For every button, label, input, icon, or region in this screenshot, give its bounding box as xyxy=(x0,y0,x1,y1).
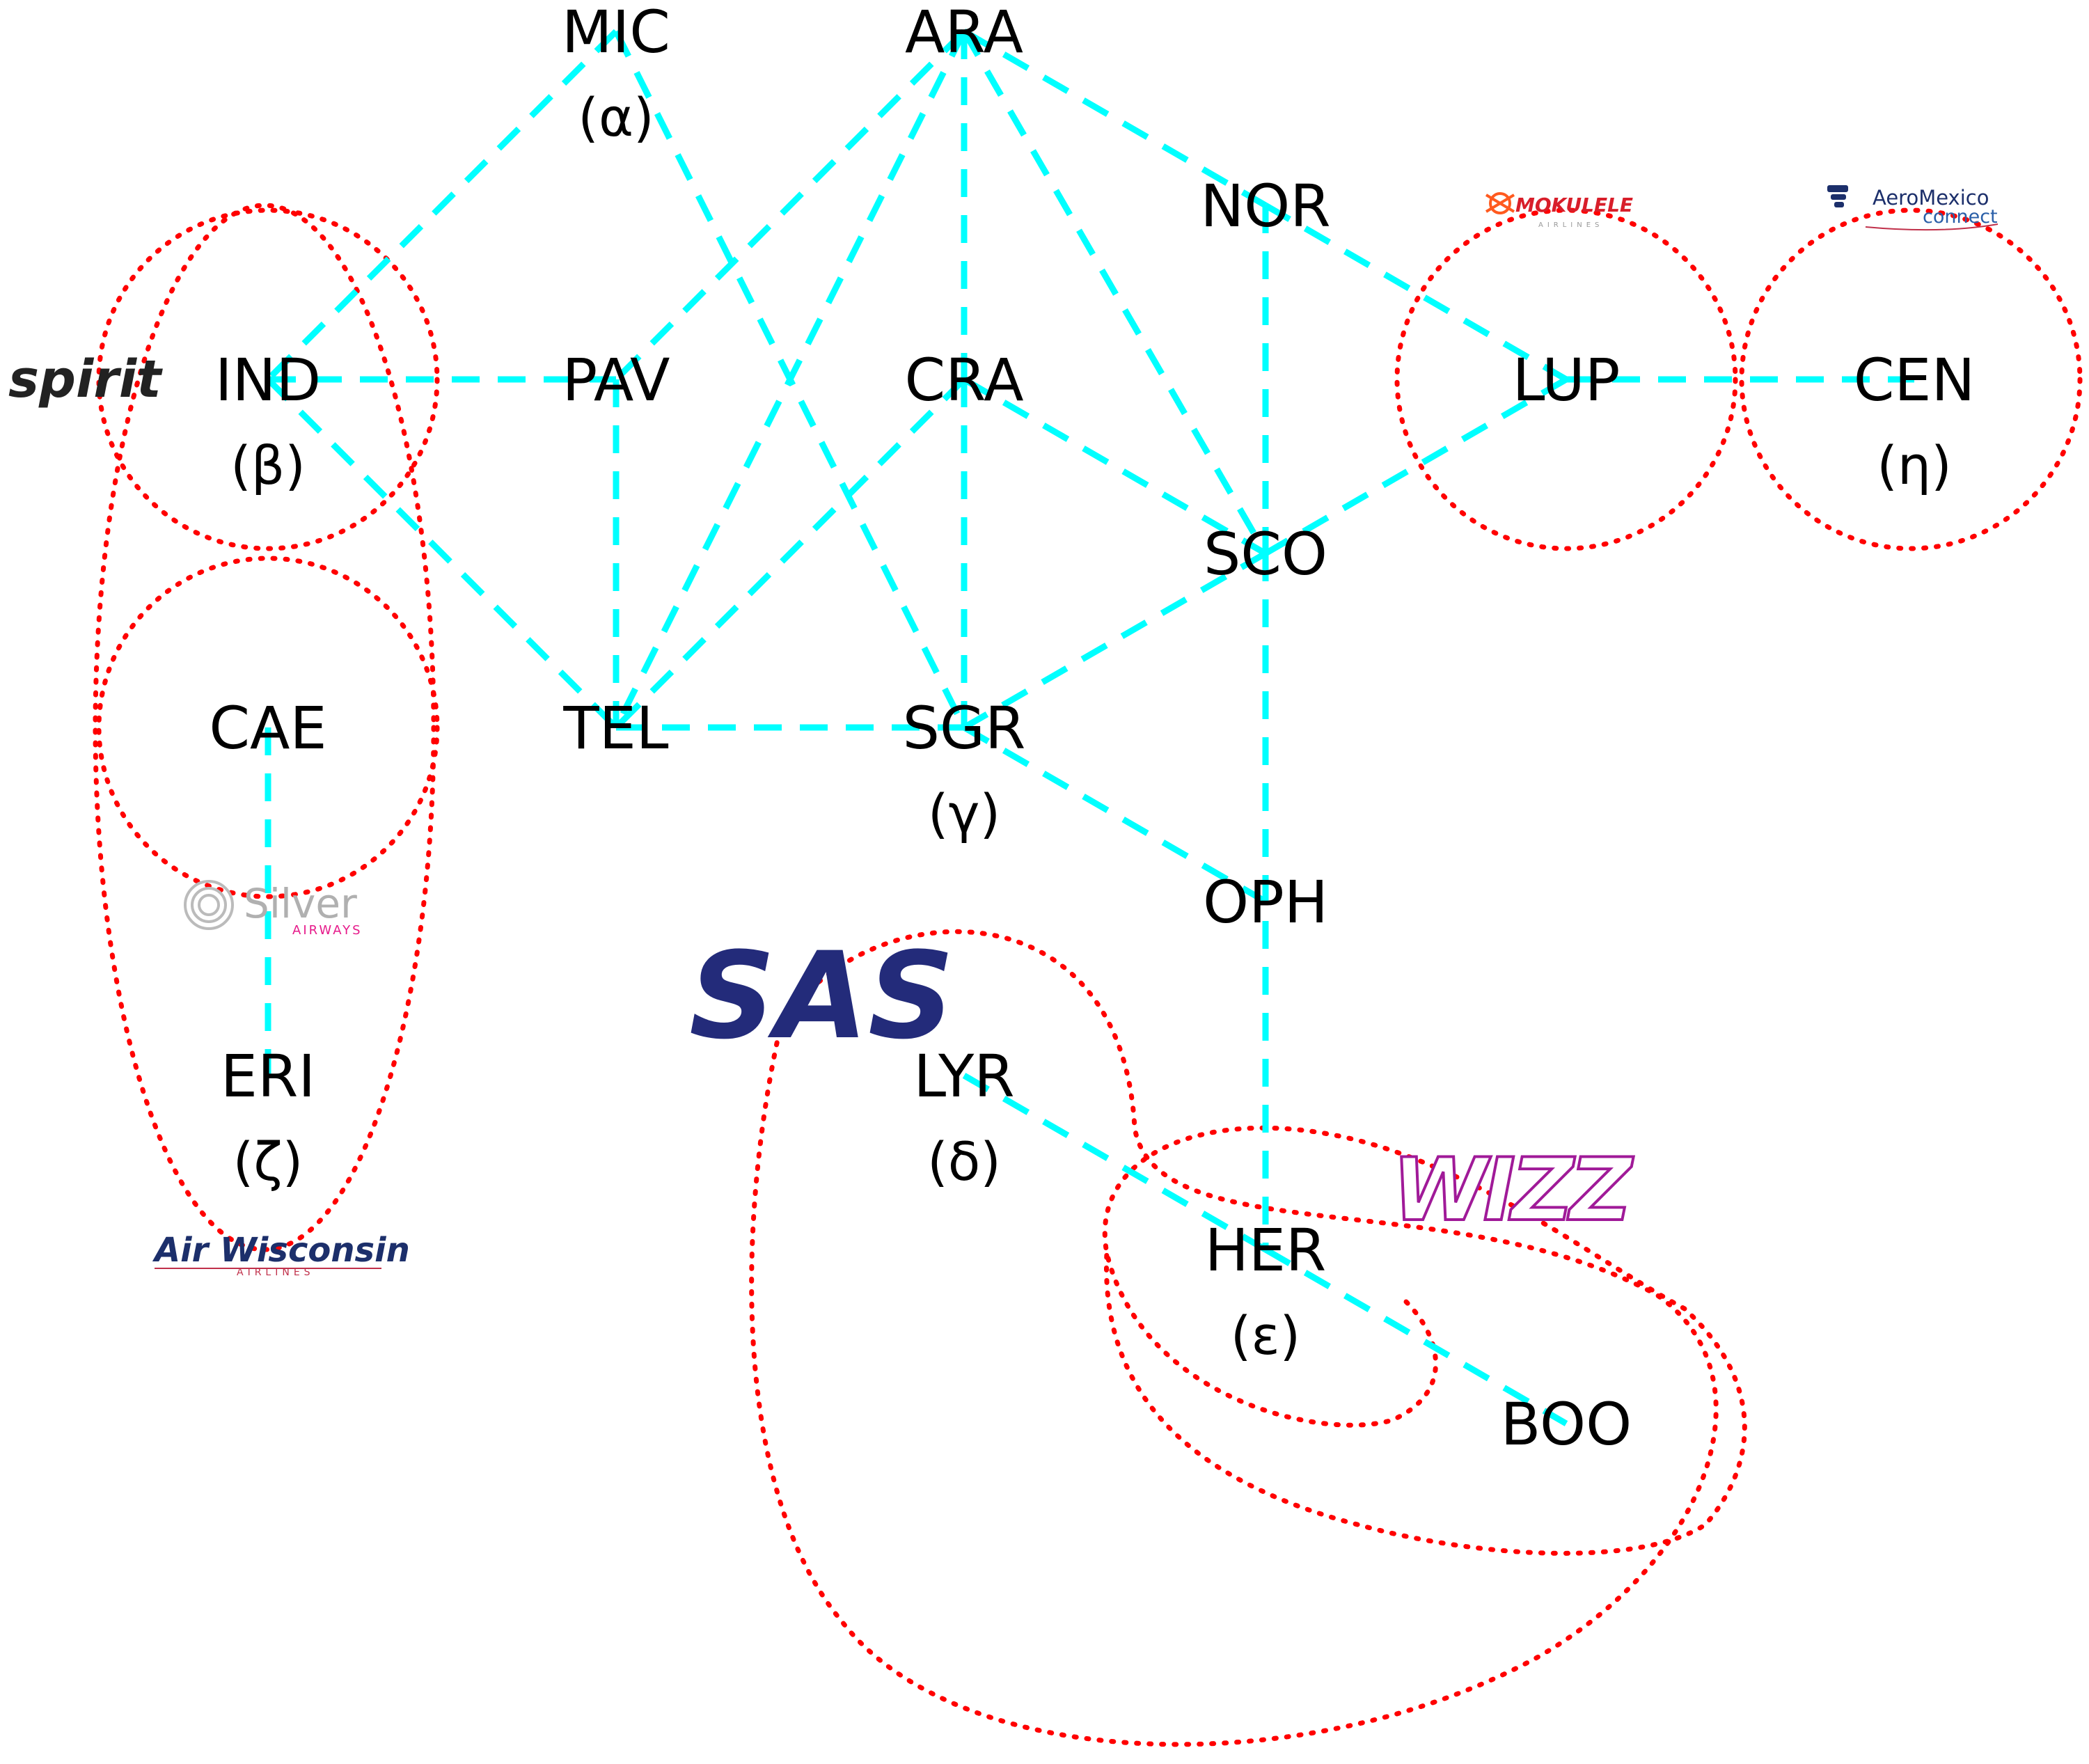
node-nor: NOR xyxy=(1200,172,1330,240)
route-lyr-her xyxy=(962,1073,1268,1252)
logo-air-wisconsin: Air Wisconsin AIRLINES xyxy=(152,1231,410,1278)
route-her-boo xyxy=(1263,1247,1568,1426)
svg-text:AIRWAYS: AIRWAYS xyxy=(292,923,363,938)
svg-text:AeroMexico: AeroMexico xyxy=(1873,186,1989,210)
svg-text:AIRLINES: AIRLINES xyxy=(237,1267,315,1278)
svg-text:SAS: SAS xyxy=(689,926,954,1066)
svg-text:MOKULELE: MOKULELE xyxy=(1515,194,1633,216)
node-code-label: CRA xyxy=(904,346,1023,414)
route-mic-ind xyxy=(265,29,619,382)
logo-wizz: WIZZ xyxy=(1391,1139,1639,1242)
logo-spirit: spirit xyxy=(8,349,163,409)
hub-outline-mokulele xyxy=(1394,207,1738,551)
hub-outline-wizz xyxy=(1102,1125,1747,1556)
node-code-label: BOO xyxy=(1501,1390,1632,1458)
logo-aeromexico-connect: AeroMexico connect xyxy=(1827,185,1999,231)
node-oph: OPH xyxy=(1203,868,1328,936)
node-code-label: PAV xyxy=(562,346,670,414)
node-lyr: LYR (δ) xyxy=(913,1042,1014,1192)
node-code-label: MIC xyxy=(562,0,670,66)
svg-text:Silver: Silver xyxy=(244,880,357,927)
svg-text:WIZZ: WIZZ xyxy=(1392,1140,1634,1241)
route-ara-nor xyxy=(962,29,1268,208)
node-code-label: IND xyxy=(215,346,321,414)
logo-sas: SAS xyxy=(689,926,954,1066)
node-cra: CRA xyxy=(904,346,1023,414)
route-nor-lup xyxy=(1263,203,1568,382)
node-code-label: OPH xyxy=(1203,868,1328,936)
node-code-label: CEN xyxy=(1854,346,1976,414)
node-ara: ARA xyxy=(905,0,1023,66)
route-lines xyxy=(265,29,1914,1426)
route-ara-tel xyxy=(613,29,968,730)
hub-outlines xyxy=(93,203,2083,1747)
svg-text:spirit: spirit xyxy=(8,349,163,409)
node-cen: CEN (η) xyxy=(1854,346,1976,496)
node-code-label: CAE xyxy=(209,694,326,762)
node-mic: MIC (α) xyxy=(562,0,670,148)
node-lup: LUP xyxy=(1513,346,1621,414)
node-greek-label: (η) xyxy=(1877,434,1951,496)
logo-silver-airways: Silver AIRWAYS xyxy=(184,880,363,938)
node-greek-label: (ε) xyxy=(1231,1305,1300,1367)
node-code-label: ERI xyxy=(221,1042,315,1110)
node-code-label: LUP xyxy=(1513,346,1621,414)
node-greek-label: (α) xyxy=(578,86,654,148)
logo-mokulele: MOKULELE AIRLINES xyxy=(1485,192,1633,229)
node-code-label: TEL xyxy=(562,694,668,762)
node-code-label: ARA xyxy=(905,0,1023,66)
node-greek-label: (β) xyxy=(230,434,306,496)
node-greek-label: (ζ) xyxy=(233,1131,304,1192)
hub-outline-silver xyxy=(96,556,440,899)
node-pav: PAV xyxy=(562,346,670,414)
hub-outline-aeromexico xyxy=(1739,207,2083,551)
node-ind: IND (β) xyxy=(215,346,321,496)
route-cra-tel xyxy=(613,377,967,730)
mokulele-flower-icon xyxy=(1485,192,1515,214)
route-ara-pav xyxy=(613,29,967,382)
svg-text:AIRLINES: AIRLINES xyxy=(1538,221,1603,229)
node-greek-label: (γ) xyxy=(928,782,1000,844)
route-cra-sco xyxy=(962,377,1268,556)
airport-nodes: MIC (α) ARA NOR IND (β) PAV CRA LUP CEN (η) SCO CAE T… xyxy=(209,0,1975,1458)
node-code-label: SGR xyxy=(903,694,1026,762)
svg-text:Air Wisconsin: Air Wisconsin xyxy=(152,1231,410,1270)
route-sco-sgr xyxy=(962,551,1268,730)
node-eri: ERI (ζ) xyxy=(221,1042,315,1192)
node-her: HER (ε) xyxy=(1205,1216,1327,1367)
node-code-label: LYR xyxy=(913,1042,1014,1110)
node-cae: CAE xyxy=(209,694,326,762)
aeromexico-eagle-icon xyxy=(1827,185,1848,207)
route-ara-sco xyxy=(961,29,1268,556)
route-ind-tel xyxy=(265,377,619,730)
node-greek-label: (δ) xyxy=(927,1131,1001,1192)
svg-text:connect: connect xyxy=(1923,206,1998,228)
hub-outline-spirit xyxy=(96,207,440,551)
hub-outline-air-wisconsin xyxy=(93,203,436,1252)
node-code-label: NOR xyxy=(1200,172,1330,240)
route-sgr-oph xyxy=(962,725,1268,904)
hub-outline-sas xyxy=(749,929,1719,1747)
node-boo: BOO xyxy=(1501,1390,1632,1458)
node-sco: SCO xyxy=(1204,520,1327,588)
node-code-label: HER xyxy=(1205,1216,1327,1284)
silver-swirl-icon xyxy=(184,880,234,930)
route-lup-sco xyxy=(1263,377,1568,556)
node-code-label: SCO xyxy=(1204,520,1327,588)
node-sgr: SGR (γ) xyxy=(903,694,1026,844)
node-tel: TEL xyxy=(562,694,668,762)
